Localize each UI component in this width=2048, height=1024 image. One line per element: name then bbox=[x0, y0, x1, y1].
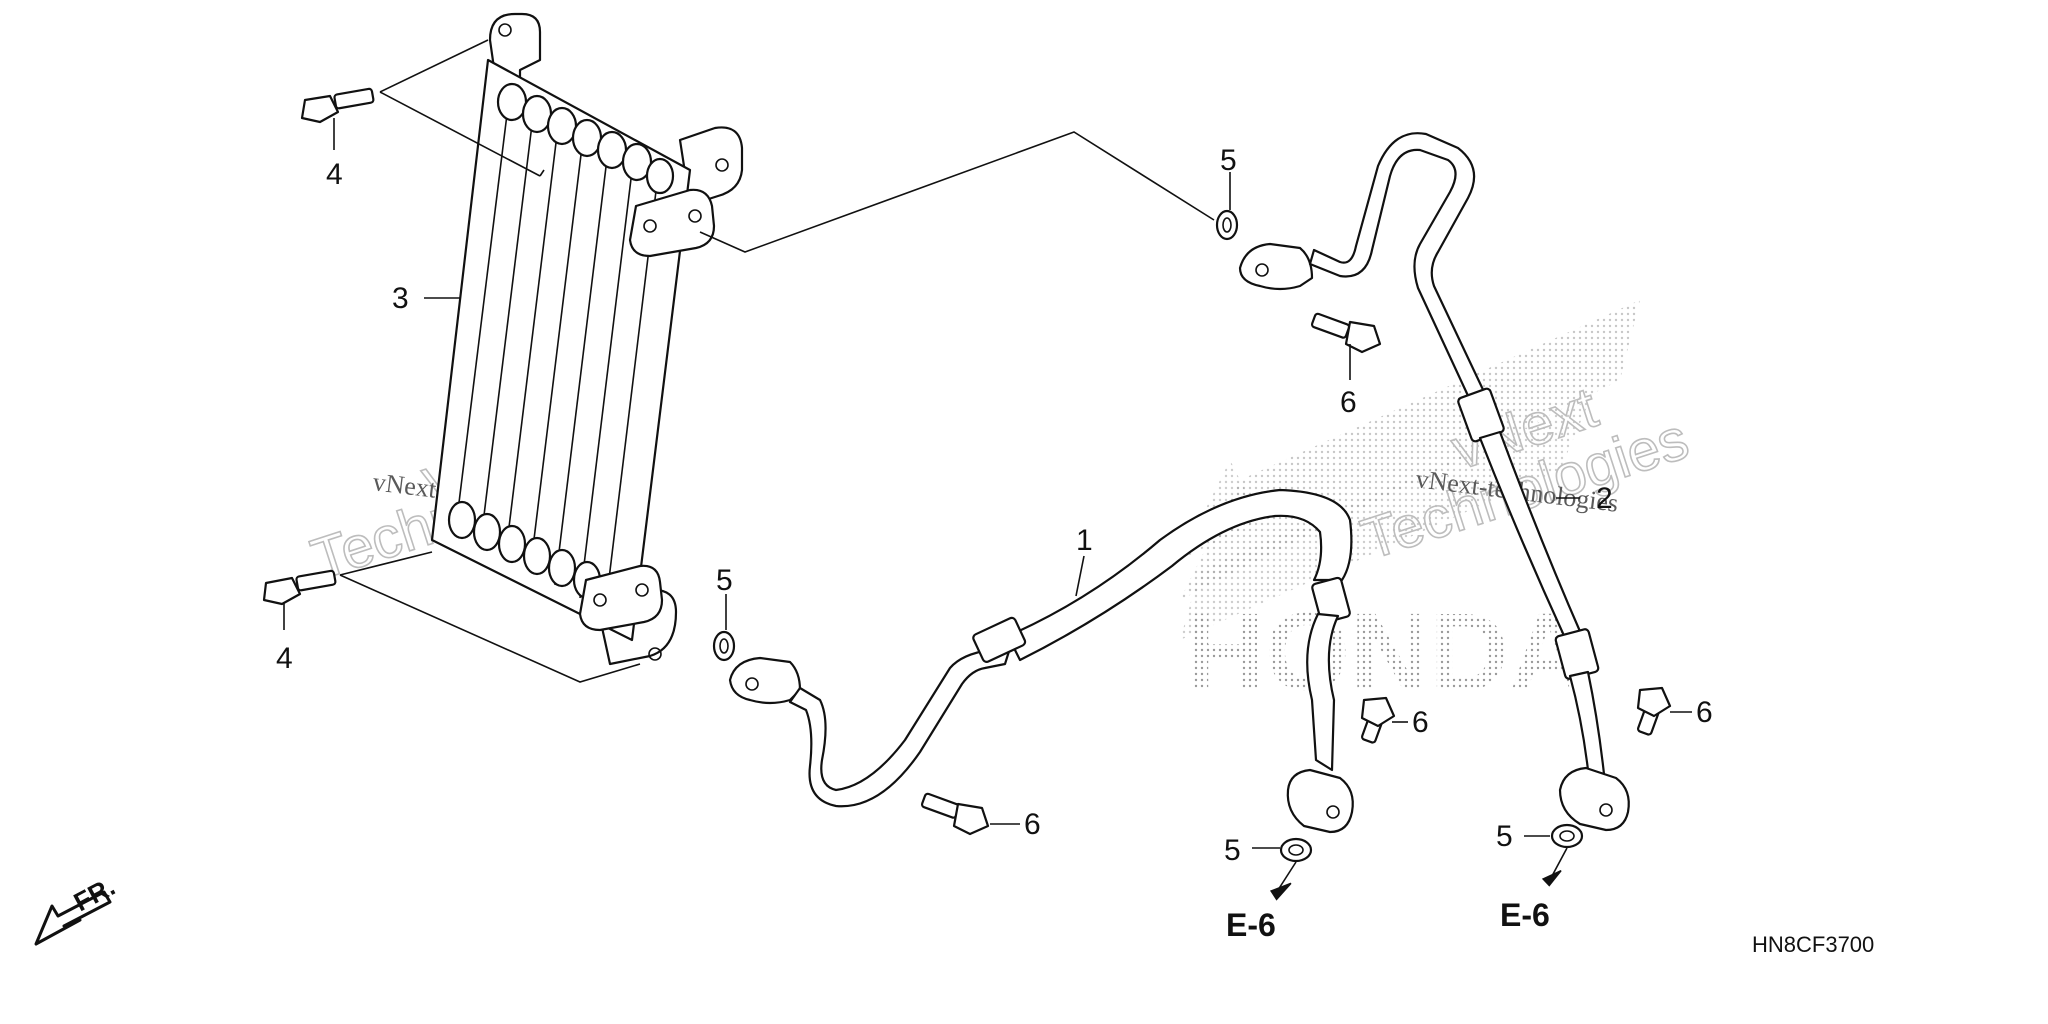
honda-logo-text: HONDA bbox=[1185, 591, 1588, 714]
callout-oil-cooler-3: 3 bbox=[392, 282, 409, 315]
callout-bolt-6-top: 6 bbox=[1340, 386, 1357, 419]
bolt-4-lower bbox=[262, 569, 337, 606]
callout-hose-1: 1 bbox=[1076, 524, 1093, 557]
leader-lines bbox=[283, 39, 1692, 901]
callout-bolt-4-upper: 4 bbox=[326, 158, 343, 191]
callout-washer-5-bottom-center: 5 bbox=[1224, 834, 1241, 867]
bolts-6 bbox=[920, 312, 1672, 836]
oil-cooler-hose-1 bbox=[728, 488, 1354, 834]
washer-bottom-center bbox=[1279, 837, 1313, 863]
oil-cooler-hose-2 bbox=[1238, 132, 1630, 832]
callout-bolt-4-lower: 4 bbox=[276, 642, 293, 675]
washer-top bbox=[1215, 209, 1239, 241]
oil-cooler bbox=[430, 12, 744, 666]
diagram-code: HN8CF3700 bbox=[1752, 932, 1874, 957]
callout-bolt-6-right: 6 bbox=[1696, 696, 1713, 729]
callout-hose-2: 2 bbox=[1596, 482, 1613, 515]
honda-logo-watermark: HONDA bbox=[1180, 300, 1640, 714]
bolt-4-upper bbox=[300, 87, 375, 124]
callout-bolt-6-mid: 6 bbox=[1412, 706, 1429, 739]
bolt-6-top bbox=[1310, 312, 1382, 354]
washer-bottom-right bbox=[1550, 823, 1584, 849]
washer-mid bbox=[712, 630, 736, 662]
bolt-6-mid bbox=[1360, 696, 1396, 744]
callout-washer-5-mid: 5 bbox=[716, 564, 733, 597]
reference-e6-left: E-6 bbox=[1226, 907, 1276, 943]
callout-labels: 1 2 3 4 4 5 5 5 5 6 6 6 6 bbox=[276, 144, 1713, 867]
bolt-6-right bbox=[1636, 686, 1672, 736]
washers-5 bbox=[712, 209, 1584, 863]
callout-washer-5-top: 5 bbox=[1220, 144, 1237, 177]
front-arrow-icon: FR. bbox=[34, 871, 120, 946]
callout-washer-5-bottom-right: 5 bbox=[1496, 820, 1513, 853]
reference-e6-right: E-6 bbox=[1500, 897, 1550, 933]
bolt-6-center bbox=[920, 792, 990, 836]
callout-bolt-6-center: 6 bbox=[1024, 808, 1041, 841]
